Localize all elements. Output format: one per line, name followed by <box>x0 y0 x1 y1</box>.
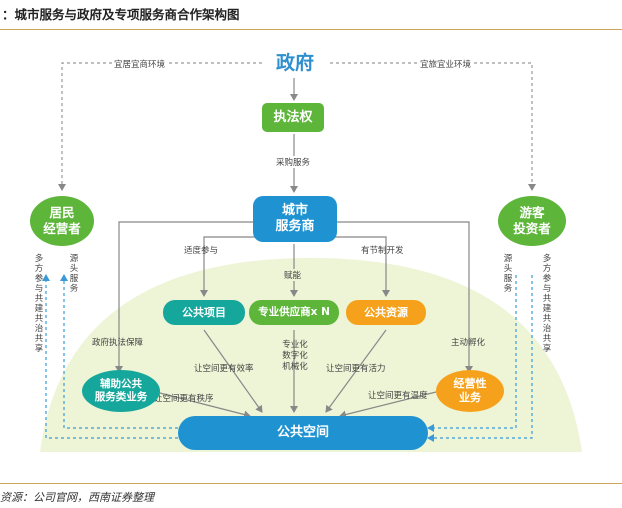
government-node: 政府 <box>275 52 314 74</box>
warmth-label: 让空间更有温度 <box>368 391 428 401</box>
aux-service-line2: 服务类业务 <box>94 391 148 403</box>
order-label: 让空间更有秩序 <box>154 394 214 404</box>
specialize-line3: 机械化 <box>282 362 308 372</box>
residents-node: 居民 经营者 <box>30 196 94 246</box>
livable-env-label: 宜居宜商环境 <box>112 58 168 70</box>
top-rule <box>0 29 622 30</box>
tourists-line2: 投资者 <box>513 221 551 236</box>
resource-to-space <box>325 329 387 413</box>
commercial-to-space <box>339 391 437 419</box>
incubation-label: 主动孵化 <box>451 338 486 348</box>
public-project-node: 公共项目 <box>163 300 245 325</box>
regulated-dev-label: 有节制开发 <box>361 246 404 256</box>
specialize-line1: 专业化 <box>282 340 308 350</box>
right-participate-label: 多方参与共建共治共享 <box>542 254 552 354</box>
commercial-node: 经营性 业务 <box>436 370 504 412</box>
right-feedback-loop <box>427 275 533 442</box>
figure-title: ：城市服务与政府及专项服务商合作架构图 <box>2 7 240 22</box>
right-source-label: 源头服务 <box>503 254 513 294</box>
left-inner-loop <box>60 274 178 429</box>
specialize-label: 专业化 数字化 机械化 <box>277 340 313 373</box>
vitality-label: 让空间更有活力 <box>326 364 386 374</box>
city-service-line2: 服务商 <box>275 219 315 234</box>
supplier-node: 专业供应商x N <box>249 300 339 325</box>
commercial-line2: 业务 <box>459 391 481 404</box>
enforcement-support-label: 政府执法保障 <box>92 338 144 348</box>
residents-line1: 居民 <box>49 205 75 221</box>
left-participate-label: 多方参与共建共治共享 <box>34 254 44 354</box>
empower-label: 赋能 <box>284 269 302 281</box>
participation-label: 适度参与 <box>184 246 219 256</box>
tourists-node: 游客 投资者 <box>498 196 566 246</box>
residents-line2: 经营者 <box>43 221 81 236</box>
aux-service-node: 辅助公共 服务类业务 <box>82 370 160 412</box>
left-feedback-loop <box>42 274 178 439</box>
aux-to-space <box>155 391 251 419</box>
city-to-project <box>200 236 266 297</box>
travel-env-label: 宜旅宜业环境 <box>418 58 474 70</box>
city-right-branch <box>337 221 473 373</box>
public-space-node: 公共空间 <box>178 416 428 450</box>
procurement-label: 采购服务 <box>274 156 313 168</box>
left-source-label: 源头服务 <box>69 254 79 294</box>
city-left-branch <box>115 221 253 373</box>
specialize-line2: 数字化 <box>282 351 308 361</box>
gov-to-residents-dashed <box>58 62 262 191</box>
source-note: 资源：公司官网，西南证券整理 <box>0 491 154 504</box>
tourists-line1: 游客 <box>519 205 545 221</box>
aux-service-line1: 辅助公共 <box>100 377 142 390</box>
project-to-space <box>203 329 263 413</box>
efficiency-label: 让空间更有效率 <box>194 364 254 374</box>
right-inner-loop <box>427 275 517 432</box>
commercial-line1: 经营性 <box>453 377 487 391</box>
city-service-line1: 城市 <box>281 203 308 219</box>
gov-to-tourists-dashed <box>330 62 536 191</box>
city-service-node: 城市 服务商 <box>253 196 337 242</box>
enforcement-node: 执法权 <box>262 103 324 132</box>
public-resource-node: 公共资源 <box>346 300 426 325</box>
city-to-resource <box>324 236 390 297</box>
bottom-rule <box>0 483 622 484</box>
